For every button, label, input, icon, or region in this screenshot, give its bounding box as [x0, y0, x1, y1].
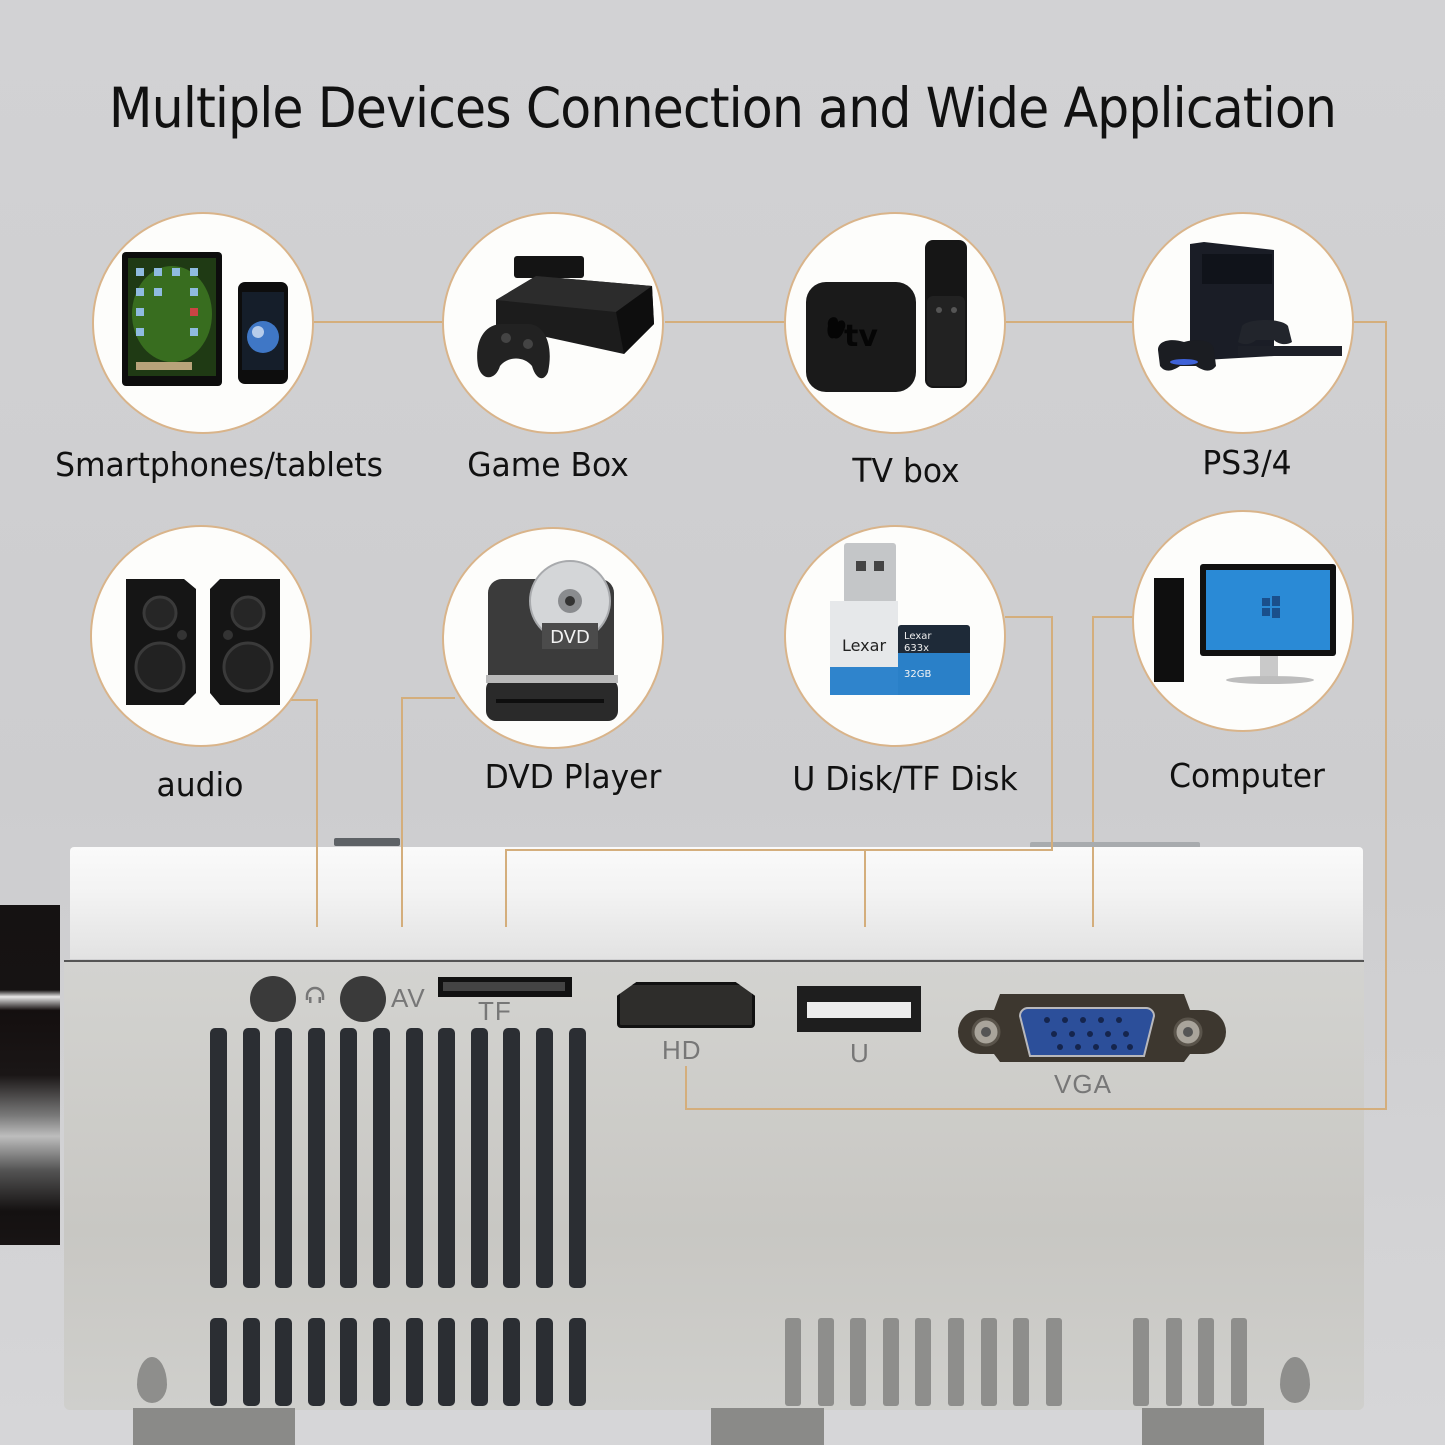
vent-slat — [915, 1318, 932, 1406]
vent-slat — [275, 1028, 293, 1288]
tv-box-icon: tv — [806, 240, 967, 392]
vent-slat — [948, 1318, 964, 1406]
card-capacity-text: 32GB — [904, 669, 931, 680]
device-circle-smartphones — [92, 212, 314, 434]
vent-slat — [275, 1318, 293, 1406]
av-jack-port[interactable] — [340, 976, 386, 1022]
vent-slat — [1198, 1318, 1215, 1406]
device-label-ps: PS3/4 — [1202, 443, 1292, 482]
device-circle-audio — [90, 525, 312, 747]
page-title: Multiple Devices Connection and Wide App… — [108, 76, 1337, 140]
vent-slat — [470, 1028, 488, 1288]
vent-slat — [536, 1028, 553, 1288]
top-vent-slot — [334, 838, 400, 846]
vent-slat — [405, 1318, 423, 1406]
projector-top — [70, 847, 1363, 959]
vent-slat — [340, 1318, 358, 1406]
device-label-smartphones: Smartphones/tablets — [55, 445, 383, 484]
projector-foot — [1142, 1408, 1264, 1445]
usb-port-label: U — [850, 1038, 870, 1068]
projector-foot — [133, 1408, 295, 1445]
usb-brand-text: Lexar — [842, 636, 886, 655]
smartphone-tablet-icon — [122, 252, 288, 386]
device-label-udisk: U Disk/TF Disk — [792, 759, 1018, 798]
vent-slat — [405, 1028, 423, 1288]
vent-slat — [340, 1028, 358, 1288]
vent-slat — [242, 1318, 260, 1406]
vent-slat — [503, 1318, 521, 1406]
av-port-label: AV — [391, 983, 426, 1013]
device-circle-udisk: Lexar Lexar 633x 32GB — [784, 525, 1006, 747]
vent-slat — [882, 1318, 899, 1406]
tf-card-slot[interactable] — [438, 977, 572, 997]
vent-slat — [307, 1028, 325, 1288]
vent-slat — [568, 1318, 586, 1406]
vent-slat — [980, 1318, 997, 1406]
vga-port-label: VGA — [1054, 1069, 1112, 1099]
game-console-icon — [477, 256, 654, 379]
dvd-badge-text: DVD — [550, 627, 590, 648]
vent-slat — [438, 1028, 456, 1288]
vent-slat — [210, 1028, 227, 1288]
card-brand-text: Lexar — [904, 631, 932, 642]
headphone-icon — [304, 984, 326, 1006]
hd-port-label: HD — [662, 1035, 702, 1065]
vent-slat — [503, 1028, 521, 1288]
device-label-computer: Computer — [1169, 756, 1325, 795]
dvd-player-icon: DVD — [486, 560, 618, 721]
foot-pad-right — [1280, 1357, 1310, 1403]
device-label-tv-box: TV box — [852, 451, 960, 490]
vent-slat — [785, 1318, 801, 1406]
top-vent-slot — [1030, 842, 1200, 850]
audio-jack-port[interactable] — [250, 976, 296, 1022]
vent-slat — [1013, 1318, 1030, 1406]
vent-slat — [470, 1318, 488, 1406]
device-label-dvd: DVD Player — [484, 757, 662, 796]
vent-slat — [242, 1028, 260, 1288]
tv-logo-text: tv — [844, 319, 878, 354]
vga-port[interactable] — [944, 984, 1228, 1066]
device-circle-tv-box: tv — [784, 212, 1006, 434]
usb-tf-card-icon: Lexar Lexar 633x 32GB — [830, 543, 970, 695]
playstation-icon — [1158, 242, 1342, 371]
vent-slat — [536, 1318, 553, 1406]
device-circle-ps — [1132, 212, 1354, 434]
vent-slat — [1165, 1318, 1182, 1406]
vent-slat — [373, 1318, 390, 1406]
hdmi-port[interactable] — [617, 982, 755, 1028]
device-circle-dvd: DVD — [442, 527, 664, 749]
vent-slat — [1133, 1318, 1149, 1406]
projector-foot — [711, 1408, 824, 1445]
vent-slat — [307, 1318, 325, 1406]
vent-slat — [438, 1318, 456, 1406]
foot-pad-left — [137, 1357, 167, 1403]
vent-slat — [850, 1318, 867, 1406]
device-label-game-box: Game Box — [467, 445, 629, 484]
usb-port[interactable] — [797, 986, 921, 1032]
device-circle-game-box — [442, 212, 664, 434]
vent-slat — [373, 1028, 390, 1288]
vent-slat — [568, 1028, 586, 1288]
speakers-icon — [126, 579, 280, 705]
device-label-audio: audio — [156, 765, 244, 804]
vent-slat — [1230, 1318, 1247, 1406]
projector-lens — [0, 905, 60, 1245]
vent-slat — [817, 1318, 834, 1406]
vent-slat — [1045, 1318, 1062, 1406]
computer-icon — [1154, 564, 1336, 684]
card-model-text: 633x — [904, 643, 929, 654]
vent-slat — [210, 1318, 227, 1406]
tf-port-label: TF — [478, 996, 512, 1026]
device-circle-computer — [1132, 510, 1354, 732]
